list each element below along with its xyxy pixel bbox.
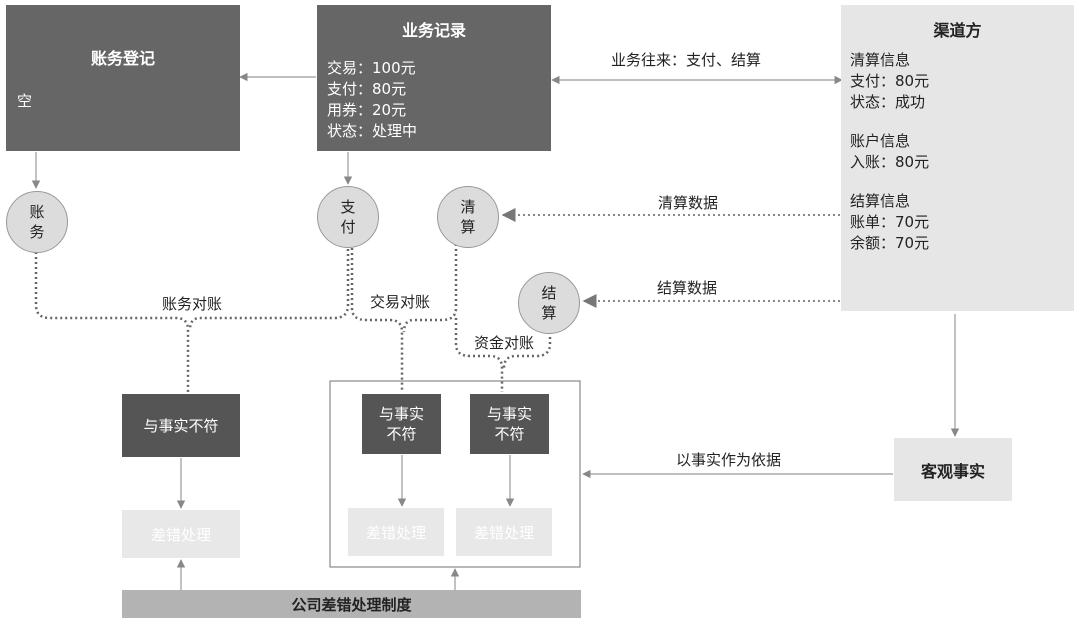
circle-accounting-char-2: 务: [29, 223, 45, 241]
ledger-title: 账务登记: [90, 49, 155, 68]
objective-fact-box: 客观事实: [894, 438, 1012, 501]
channel-title: 渠道方: [933, 21, 982, 40]
channel-info: 清算信息 支付：80元 状态：成功 账户信息 入账：80元 结算信息 账单：70…: [850, 50, 929, 254]
mismatch-box-left: 与事实不符: [122, 394, 240, 457]
policy-bar: 公司差错处理制度: [122, 590, 581, 618]
business-line-trade: 交易：100元: [327, 59, 416, 77]
error-handling-left: 差错处理: [122, 510, 240, 558]
circle-settlement-char-1: 结: [541, 284, 557, 302]
mismatch-mid-line-1: 与事实: [378, 405, 424, 423]
error-handling-mid: 差错处理: [348, 508, 444, 556]
circle-payment-char-1: 支: [340, 198, 356, 216]
clearing-info-title: 清算信息: [850, 51, 911, 69]
label-fund-recon: 资金对账: [474, 334, 535, 352]
link-account-recon-right: [188, 244, 350, 331]
circle-accounting-char-1: 账: [29, 203, 45, 221]
business-record-box: 业务记录 交易：100元 支付：80元 用券：20元 状态：处理中: [317, 5, 551, 151]
account-info-title: 账户信息: [850, 132, 911, 150]
policy-bar-text: 公司差错处理制度: [291, 595, 412, 614]
error-handling-right-text: 差错处理: [473, 523, 534, 542]
mismatch-box-mid: 与事实 不符: [362, 394, 441, 454]
circle-payment: 支 付: [317, 186, 379, 248]
settlement-info-title: 结算信息: [850, 192, 911, 210]
label-business-exchange: 业务往来：支付、结算: [611, 51, 762, 69]
label-settlement-data: 结算数据: [657, 279, 718, 297]
link-fund-recon: [454, 318, 504, 392]
link-fund-recon-right: [502, 332, 552, 369]
mismatch-mid-line-2: 不符: [386, 425, 417, 443]
circle-settlement: 结 算: [518, 272, 580, 334]
business-line-payment: 支付：80元: [327, 80, 407, 98]
ledger-box: 账务登记 空: [6, 5, 240, 151]
mismatch-box-right: 与事实 不符: [470, 394, 549, 454]
mismatch-right-line-1: 与事实: [486, 405, 532, 423]
circle-accounting: 账 务: [6, 191, 68, 253]
link-account-recon: [34, 252, 190, 392]
circle-clearing-char-1: 清: [460, 198, 476, 216]
circle-settlement-char-2: 算: [541, 304, 557, 322]
label-trade-recon: 交易对账: [370, 293, 431, 311]
clearing-info-status: 状态：成功: [850, 93, 926, 111]
account-info-credit: 入账：80元: [850, 153, 930, 171]
business-line-status: 状态：处理中: [327, 122, 418, 140]
mismatch-left-text: 与事实不符: [143, 417, 219, 435]
label-clearing-data: 清算数据: [658, 194, 719, 212]
link-trade-recon-right: [402, 244, 458, 333]
business-lines: 交易：100元 支付：80元 用券：20元 状态：处理中: [327, 58, 417, 142]
link-trade-recon: [350, 248, 404, 392]
label-account-recon: 账务对账: [162, 295, 223, 313]
ledger-content: 空: [17, 92, 33, 110]
settlement-info-bill: 账单：70元: [850, 213, 930, 231]
clearing-info-payment: 支付：80元: [850, 72, 930, 90]
channel-box: 渠道方 清算信息 支付：80元 状态：成功 账户信息 入账：80元 结算信息 账…: [841, 5, 1074, 311]
error-handling-left-text: 差错处理: [150, 525, 211, 544]
error-handling-mid-text: 差错处理: [365, 523, 426, 542]
circle-clearing: 清 算: [437, 186, 499, 248]
circle-payment-char-2: 付: [340, 218, 356, 236]
business-line-coupon: 用券：20元: [327, 101, 407, 119]
group-frame: [329, 380, 581, 568]
business-title: 业务记录: [401, 21, 466, 40]
settlement-info-balance: 余额：70元: [850, 234, 930, 252]
mismatch-right-line-2: 不符: [494, 425, 525, 443]
objective-fact-text: 客观事实: [920, 461, 985, 481]
error-handling-right: 差错处理: [456, 508, 552, 556]
circle-clearing-char-2: 算: [460, 218, 476, 236]
label-basis: 以事实作为依据: [676, 451, 782, 469]
